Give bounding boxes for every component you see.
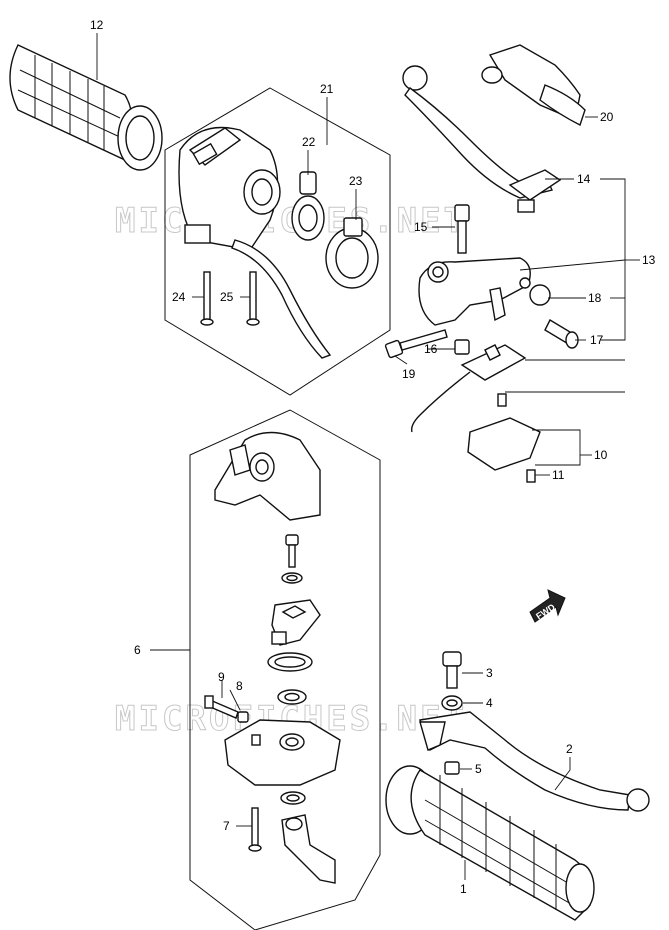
right-grip-part-1[interactable]	[385, 765, 595, 921]
callout-5: 5	[475, 762, 482, 776]
callout-16: 16	[424, 342, 438, 356]
brake-lever-part-2[interactable]	[419, 711, 650, 812]
fwd-indicator: FWD	[529, 589, 566, 623]
callout-8: 8	[236, 679, 243, 693]
switch-part-10[interactable]	[467, 393, 541, 483]
throttle-screw	[281, 534, 303, 584]
bolt-part-15[interactable]	[454, 204, 470, 254]
nut-part-5[interactable]	[444, 761, 460, 775]
switch-assembly-frame-21	[164, 87, 391, 396]
throttle-upper-housing-part-6[interactable]	[214, 431, 321, 521]
switch-collar-part-23[interactable]	[325, 217, 379, 289]
throttle-lever	[281, 814, 336, 884]
callout-23: 23	[349, 174, 363, 188]
screw-part-7[interactable]	[248, 807, 262, 852]
callout-1: 1	[460, 882, 467, 896]
callout-22: 22	[302, 135, 316, 149]
callout-4: 4	[486, 696, 493, 710]
adjuster-part-18[interactable]	[519, 277, 551, 306]
bolt-part-19[interactable]	[384, 329, 448, 359]
screw-part-9[interactable]	[204, 695, 239, 719]
callout-7: 7	[223, 819, 230, 833]
callout-19: 19	[402, 367, 416, 381]
callout-13: 13	[642, 253, 656, 267]
callout-25: 25	[220, 290, 234, 304]
callout-2: 2	[566, 742, 573, 756]
callout-3: 3	[486, 666, 493, 680]
cable-holder-part	[410, 344, 527, 433]
throttle-spring	[267, 652, 313, 672]
nut-part-16[interactable]	[454, 339, 470, 355]
left-switch-housing-part-21[interactable]	[178, 126, 332, 359]
dust-boot-part-20[interactable]	[481, 44, 586, 126]
callout-15: 15	[414, 220, 428, 234]
throttle-washer-lower	[280, 791, 306, 805]
callout-14: 14	[577, 172, 591, 186]
watermark-top: MICROFICHES.NET	[115, 201, 467, 241]
bolt-part-3[interactable]	[442, 651, 462, 689]
callout-6: 6	[134, 643, 141, 657]
callout-18: 18	[588, 291, 602, 305]
callout-24: 24	[172, 290, 186, 304]
adjuster-part-17[interactable]	[544, 319, 579, 349]
screw-part-25[interactable]	[246, 271, 260, 326]
callout-21: 21	[320, 82, 334, 96]
lever-part-14[interactable]	[402, 65, 562, 213]
nut-part-8[interactable]	[237, 711, 249, 723]
callout-11: 11	[552, 468, 565, 482]
leader-lines	[96, 33, 640, 880]
left-grip-part-12[interactable]	[9, 44, 163, 171]
bushing-part-4[interactable]	[441, 695, 463, 711]
throttle-washer	[277, 689, 307, 705]
callout-12: 12	[90, 18, 104, 32]
screw-part-24[interactable]	[200, 271, 214, 326]
callout-9: 9	[218, 670, 225, 684]
throttle-lower-housing	[224, 719, 341, 786]
lever-holder-part-13[interactable]	[418, 257, 531, 326]
callout-20: 20	[600, 110, 614, 124]
callout-10: 10	[594, 448, 608, 462]
throttle-cam	[271, 599, 321, 646]
switch-collar-part-22[interactable]	[291, 171, 325, 241]
throttle-assembly-frame-6	[189, 409, 381, 930]
callout-17: 17	[590, 333, 604, 347]
